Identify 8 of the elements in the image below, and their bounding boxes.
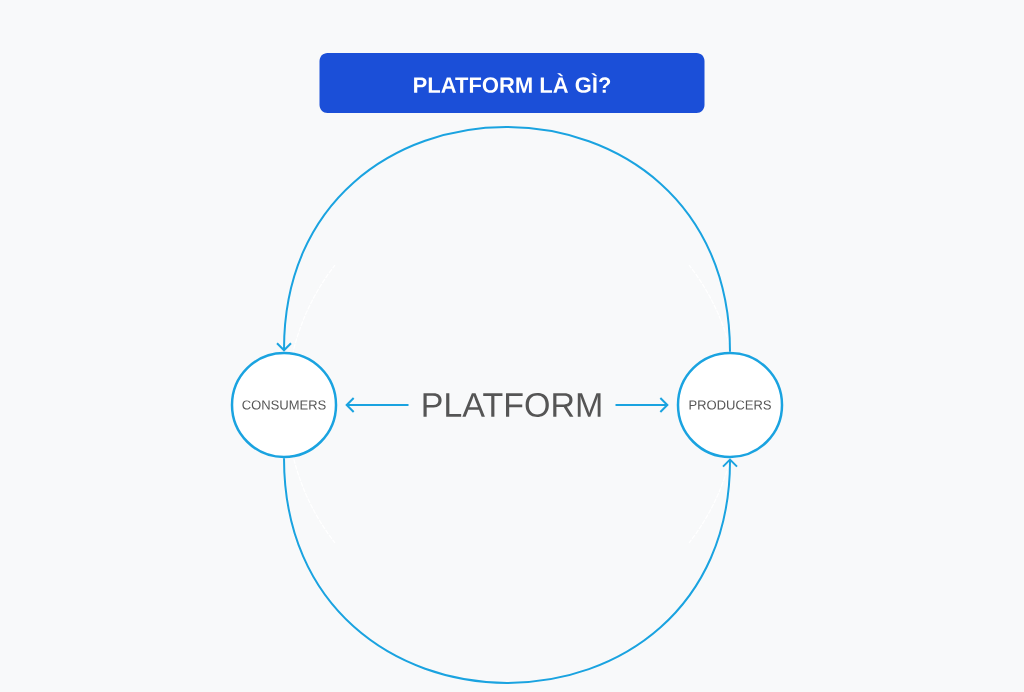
- arrow: [614, 397, 669, 413]
- arrow: [345, 397, 410, 413]
- center-label: PLATFORM: [423, 392, 601, 417]
- circle-node: CONSUMERS: [230, 351, 338, 459]
- arrow: [283, 457, 738, 684]
- arrow: [276, 126, 731, 353]
- title-banner: PLATFORM LÀ GÌ?: [319, 53, 705, 113]
- circle-node: PRODUCERS: [676, 351, 784, 459]
